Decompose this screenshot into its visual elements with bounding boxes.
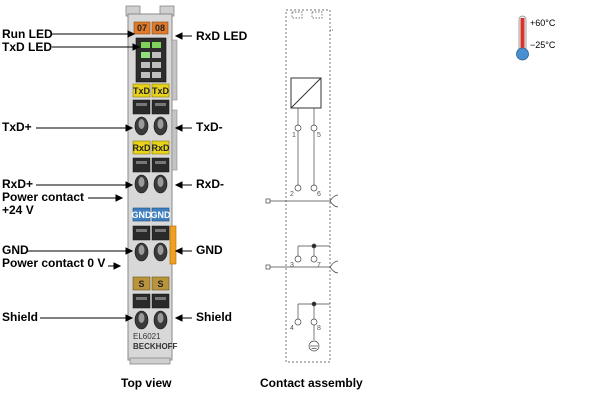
run-led-green-icon (141, 42, 150, 48)
label-shield-left: Shield (2, 310, 39, 324)
spring-terminal-shield-right (151, 293, 170, 330)
label-txd-plus: TxD+ (2, 120, 32, 134)
model-label: EL6021 (133, 332, 161, 341)
temperature-min: −25°C (530, 40, 556, 50)
pin-number-labels: 1 5 2 6 3 7 4 8 (290, 132, 321, 332)
spring-terminal-gnd-left (132, 225, 151, 262)
ground-icon (308, 340, 320, 352)
pin-3: 3 (290, 262, 294, 269)
tag-gnd-right: GND (151, 210, 172, 220)
leader-lines (28, 30, 192, 322)
led-green-icon (152, 42, 161, 48)
label-shield-right: Shield (196, 310, 233, 324)
power-contact-strip (169, 225, 177, 265)
pin-7: 7 (317, 262, 321, 269)
label-rxd-led: RxD LED (196, 29, 248, 43)
tag-gnd-left: GND (132, 210, 153, 220)
terminal-group-shield: S S (132, 276, 170, 291)
label-gnd-right: GND (196, 243, 223, 257)
spring-terminal-shield-left (132, 293, 151, 330)
temperature-max: +60°C (530, 18, 556, 28)
label-rxd-plus: RxD+ (2, 177, 34, 191)
led-badge-08 (151, 21, 169, 35)
thermometer-icon (516, 15, 529, 61)
label-run-led: Run LED (2, 27, 53, 41)
led-number-08: 08 (155, 23, 165, 33)
pin-8: 8 (317, 325, 321, 332)
caption-contact-assembly: Contact assembly (260, 376, 363, 390)
tag-shield-left: S (138, 279, 144, 289)
led-badge-07 (133, 21, 151, 35)
pin-5: 5 (317, 132, 321, 139)
label-power-contact-24v-value: +24 V (2, 203, 34, 217)
terminal-group-gnd: GND GND (132, 207, 172, 222)
spring-terminal-txd-minus (151, 99, 170, 136)
terminal-group-txd: TxD TxD (132, 83, 170, 98)
tag-txd-left: TxD (133, 86, 151, 96)
spring-terminal-rxd-plus (132, 157, 151, 194)
pin-4: 4 (290, 325, 294, 332)
pin-1: 1 (292, 132, 296, 139)
led-number-07: 07 (137, 23, 147, 33)
led-block (135, 37, 167, 83)
tag-txd-right: TxD (152, 86, 170, 96)
spring-terminal-gnd-right (151, 225, 170, 262)
label-txd-led: TxD LED (2, 40, 53, 54)
spring-terminal-txd-plus (132, 99, 151, 136)
label-power-contact-24v: Power contact (2, 190, 85, 204)
label-rxd-minus: RxD- (196, 177, 225, 191)
brand-label: BECKHOFF (133, 342, 178, 351)
spring-terminal-rxd-minus (151, 157, 170, 194)
label-txd-minus: TxD- (196, 120, 223, 134)
pin-6: 6 (317, 191, 321, 198)
label-power-contact-0v: Power contact 0 V (2, 256, 106, 270)
contact-assembly (265, 9, 339, 363)
tag-rxd-right: RxD (151, 143, 170, 153)
terminal-group-rxd: RxD RxD (132, 140, 170, 155)
tag-rxd-left: RxD (132, 143, 151, 153)
caption-top-view: Top view (121, 376, 172, 390)
label-gnd-left: GND (2, 243, 29, 257)
tag-shield-right: S (157, 279, 163, 289)
connection-slots (132, 99, 170, 330)
pin-2: 2 (290, 191, 294, 198)
